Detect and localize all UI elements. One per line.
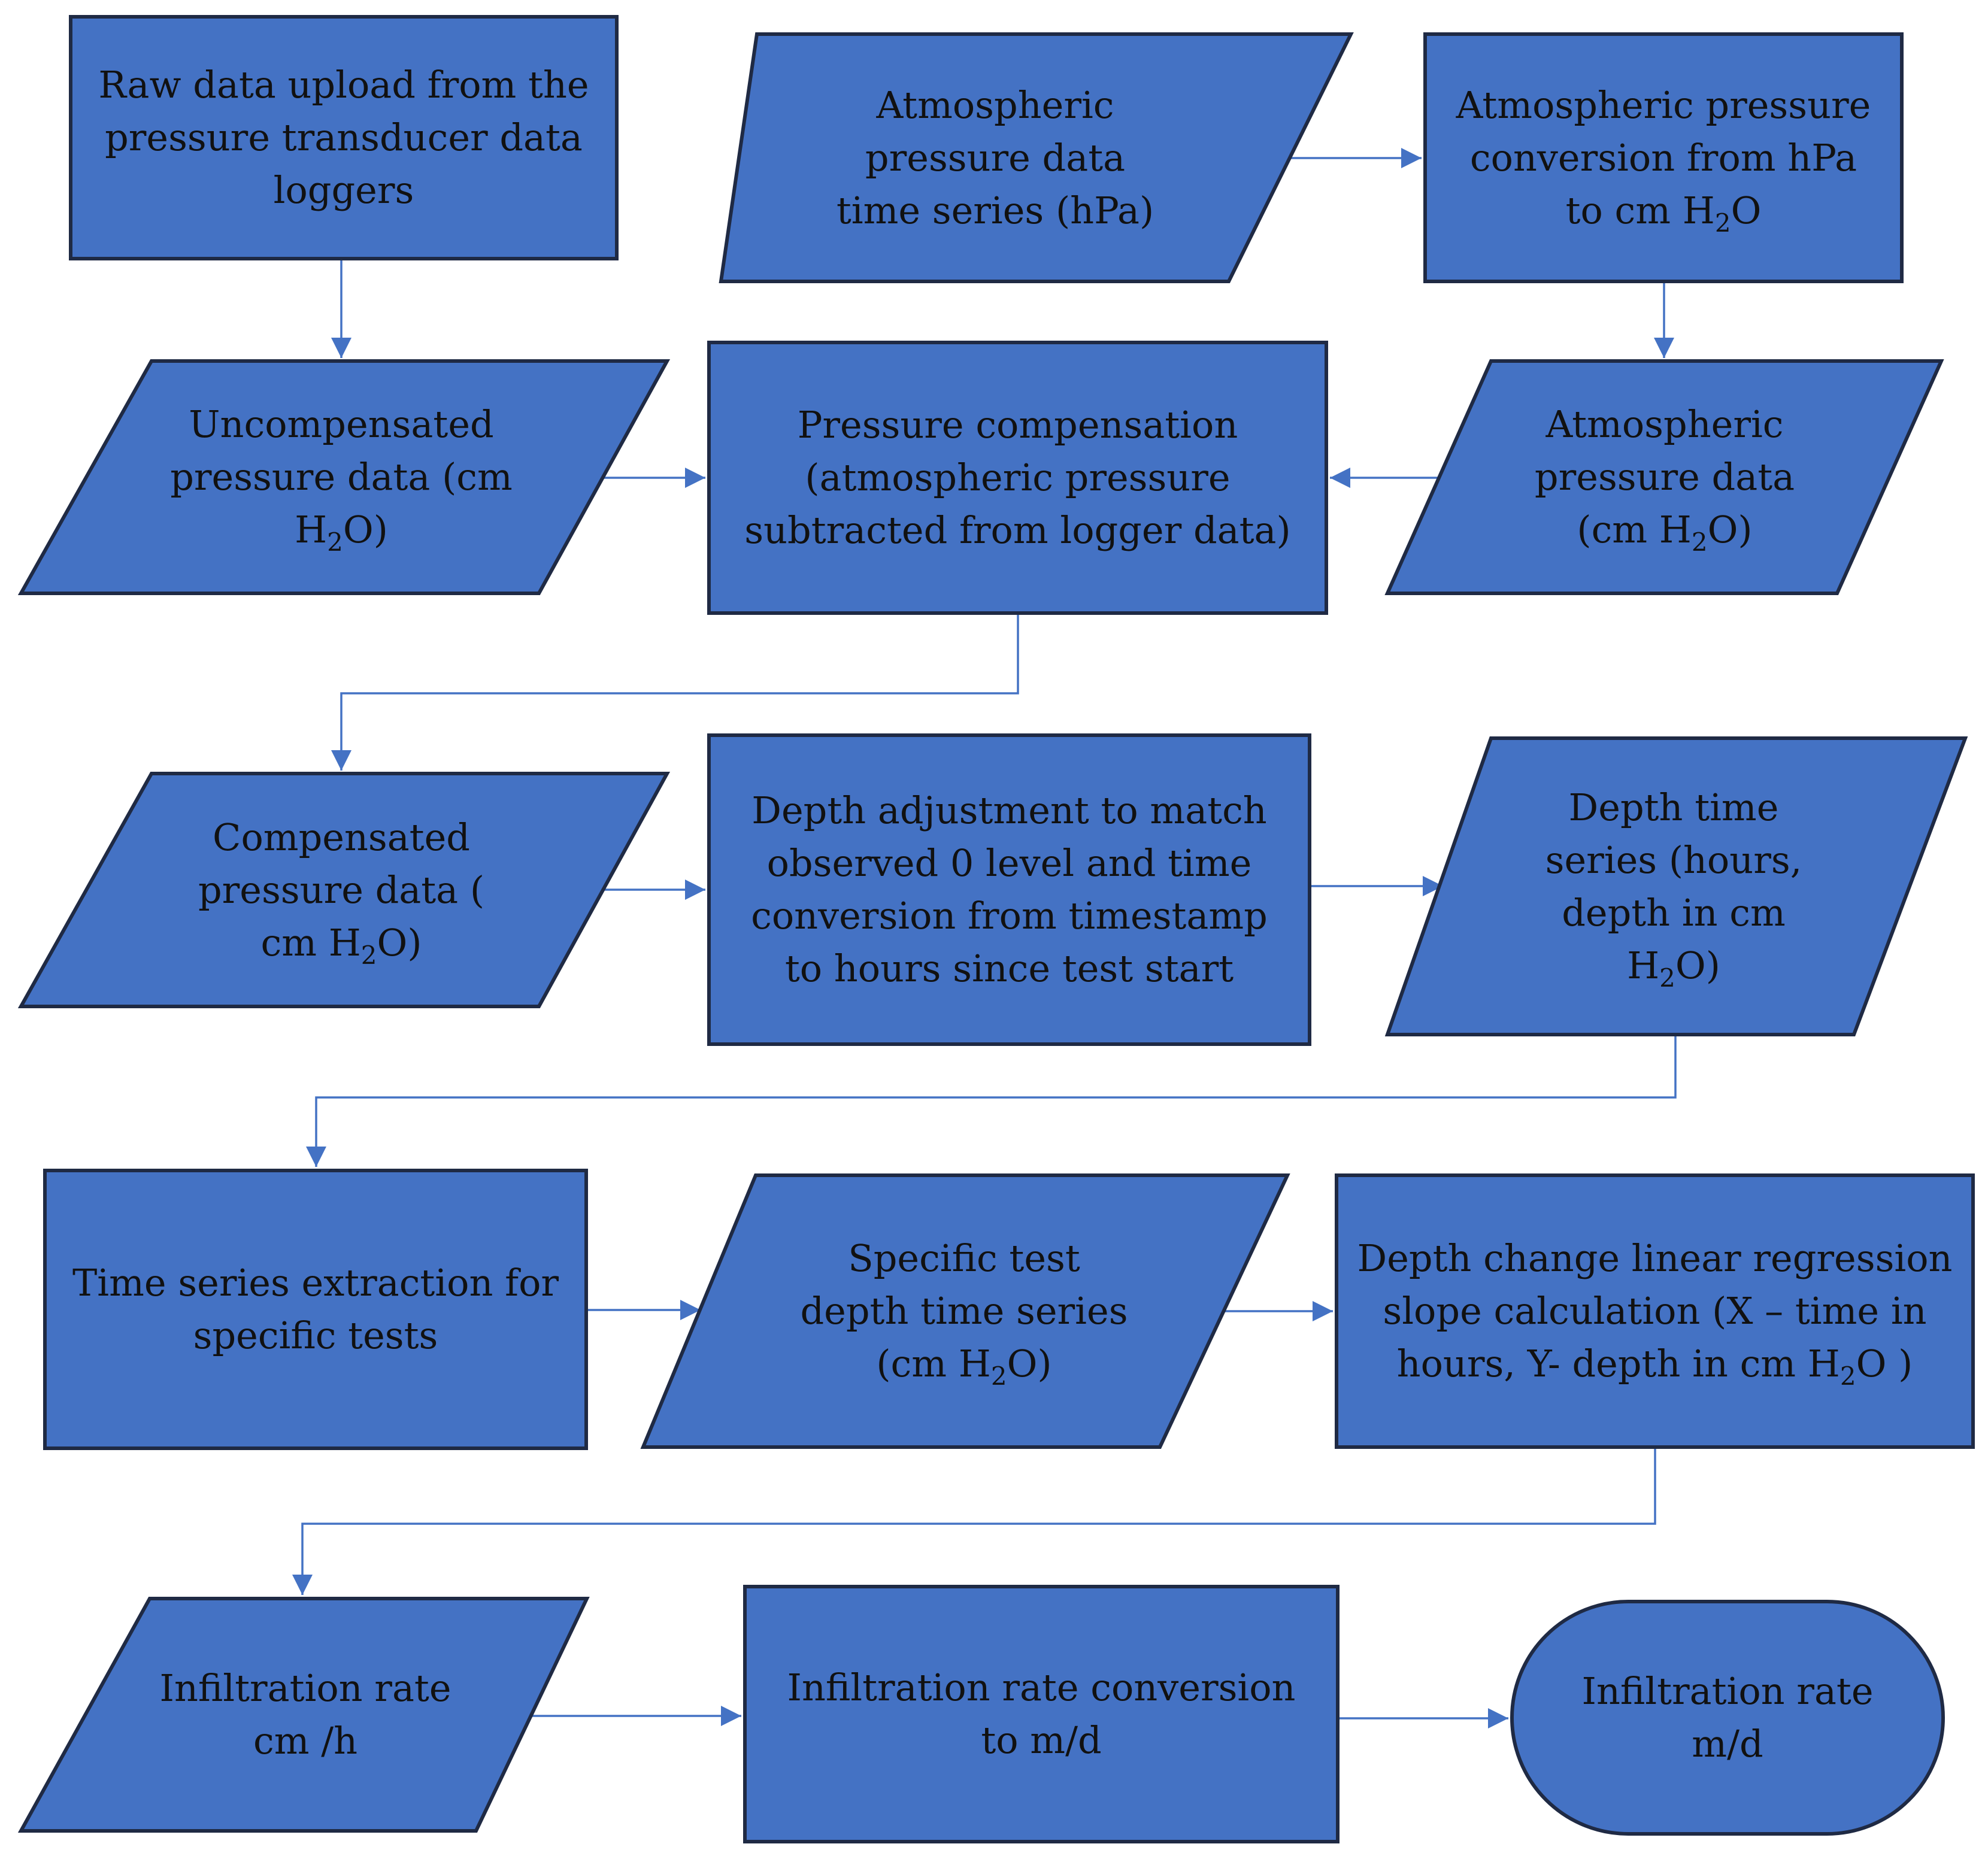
connector-infiltration-conversion-to-infiltration-m-d bbox=[1338, 1708, 1508, 1728]
arrowhead bbox=[306, 1147, 326, 1167]
node-shape-linear-regression bbox=[1335, 1173, 1975, 1449]
connector-atmospheric-hpa-to-atmospheric-conversion bbox=[1290, 148, 1422, 168]
arrowhead bbox=[1423, 876, 1443, 896]
connector-line bbox=[315, 1035, 1677, 1167]
arrowhead bbox=[685, 880, 705, 900]
arrowhead bbox=[685, 468, 705, 488]
arrowhead bbox=[331, 750, 351, 771]
node-shape-atmospheric-conversion bbox=[1423, 32, 1904, 283]
node-shape-compensated-pressure bbox=[17, 772, 671, 1008]
node-shape-pressure-compensation bbox=[707, 341, 1328, 615]
node-shape-infiltration-m-d bbox=[1510, 1600, 1945, 1836]
connector-time-series-extraction-to-specific-test-series bbox=[586, 1300, 701, 1320]
connector-pressure-compensation-to-compensated-pressure bbox=[331, 613, 1019, 771]
node-shape-infiltration-cm-h bbox=[17, 1597, 590, 1833]
node-shape-depth-adjustment bbox=[707, 733, 1311, 1046]
connector-uncompensated-pressure-to-pressure-compensation bbox=[602, 468, 705, 488]
connector-raw-data-upload-to-uncompensated-pressure bbox=[331, 259, 351, 358]
connector-linear-regression-to-infiltration-cm-h bbox=[292, 1447, 1656, 1595]
arrowhead bbox=[1654, 338, 1674, 358]
arrowhead bbox=[680, 1300, 701, 1320]
connector-atmospheric-conversion-to-atmospheric-cm bbox=[1654, 281, 1674, 358]
connector-line bbox=[340, 613, 1019, 771]
arrowhead bbox=[1401, 148, 1422, 168]
node-shape-depth-time-series bbox=[1384, 736, 1968, 1036]
connector-layer bbox=[292, 148, 1677, 1728]
arrowhead bbox=[1488, 1708, 1508, 1728]
connector-depth-time-series-to-time-series-extraction bbox=[306, 1035, 1677, 1167]
node-shape-infiltration-conversion bbox=[743, 1585, 1340, 1843]
arrowhead bbox=[1330, 468, 1350, 488]
connector-line bbox=[301, 1447, 1656, 1595]
node-shape-raw-data-upload bbox=[69, 15, 619, 260]
node-shape-time-series-extraction bbox=[43, 1169, 588, 1450]
connector-compensated-pressure-to-depth-adjustment bbox=[602, 880, 705, 900]
connector-atmospheric-cm-to-pressure-compensation bbox=[1330, 468, 1442, 488]
arrowhead bbox=[331, 338, 351, 358]
arrowhead bbox=[1313, 1301, 1333, 1321]
connector-specific-test-series-to-linear-regression bbox=[1223, 1301, 1333, 1321]
connector-infiltration-cm-h-to-infiltration-conversion bbox=[532, 1706, 741, 1726]
arrowhead bbox=[292, 1575, 313, 1595]
connector-depth-adjustment-to-depth-time-series bbox=[1310, 876, 1443, 896]
node-shape-atmospheric-cm bbox=[1384, 359, 1944, 595]
node-shape-atmospheric-hpa bbox=[719, 32, 1354, 283]
node-shape-uncompensated-pressure bbox=[17, 359, 671, 595]
arrowhead bbox=[721, 1706, 741, 1726]
node-shape-specific-test-series bbox=[640, 1173, 1290, 1449]
